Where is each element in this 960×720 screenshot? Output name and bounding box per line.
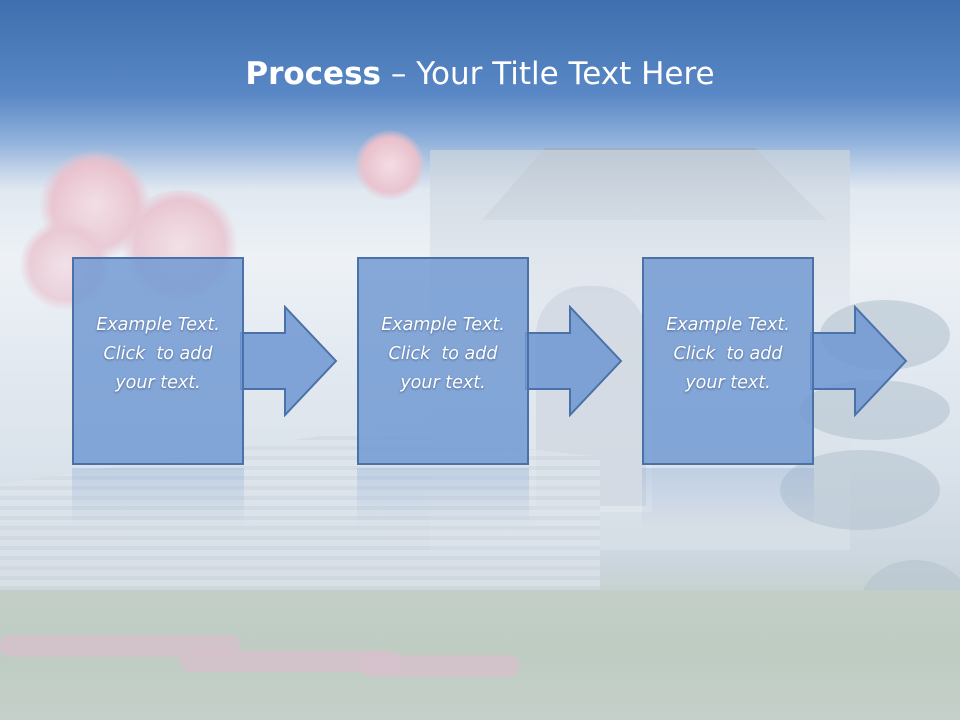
box-reflection: [642, 468, 814, 528]
flower-bed: [360, 655, 520, 677]
box-reflection: [72, 468, 244, 528]
step-text[interactable]: Example Text. Click to add your text.: [357, 311, 529, 398]
slide-title[interactable]: Process – Your Title Text Here: [0, 52, 960, 96]
step-line: Example Text.: [666, 315, 790, 335]
step-line: Click to add: [103, 344, 213, 364]
step-line: your text.: [685, 373, 771, 393]
step-line: Click to add: [388, 344, 498, 364]
title-rest: – Your Title Text Here: [381, 56, 715, 92]
flower-bed: [180, 650, 400, 672]
process-step-2[interactable]: Example Text. Click to add your text.: [357, 257, 529, 465]
arrow-right-icon: [810, 305, 908, 417]
step-box: [72, 257, 244, 465]
title-bold: Process: [245, 56, 381, 92]
step-line: your text.: [400, 373, 486, 393]
step-line: Click to add: [673, 344, 783, 364]
step-text[interactable]: Example Text. Click to add your text.: [642, 311, 814, 398]
arrow-right-icon: [525, 305, 623, 417]
step-box: [357, 257, 529, 465]
arrow-right-icon: [240, 305, 338, 417]
cherry-blossom: [355, 130, 425, 200]
step-line: Example Text.: [381, 315, 505, 335]
step-box: [642, 257, 814, 465]
step-text[interactable]: Example Text. Click to add your text.: [72, 311, 244, 398]
process-step-1[interactable]: Example Text. Click to add your text.: [72, 257, 244, 465]
flower-bed: [0, 635, 240, 657]
process-step-3[interactable]: Example Text. Click to add your text.: [642, 257, 814, 465]
step-line: Example Text.: [96, 315, 220, 335]
box-reflection: [357, 468, 529, 528]
step-line: your text.: [115, 373, 201, 393]
